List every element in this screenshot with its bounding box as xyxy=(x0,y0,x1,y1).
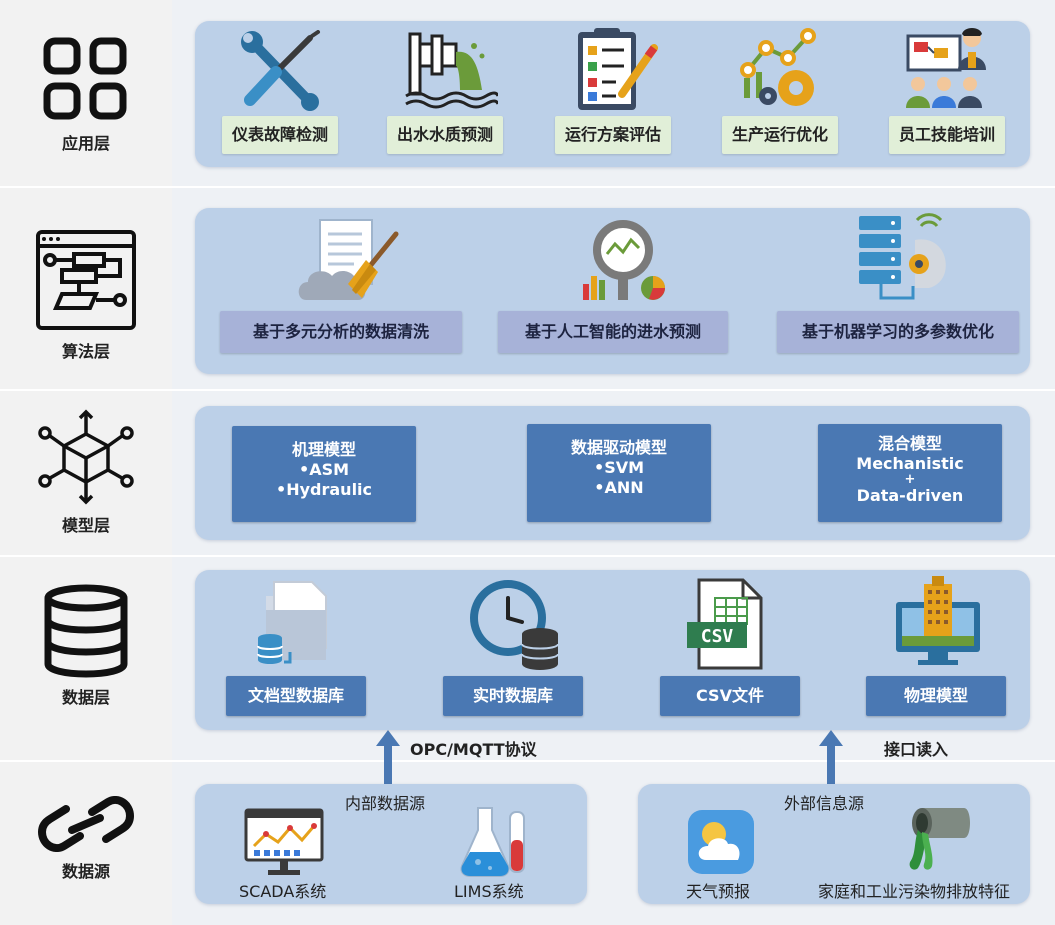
data-label-realtime-db: 实时数据库 xyxy=(443,676,583,716)
app-label-instrument-fault: 仪表故障检测 xyxy=(222,116,338,154)
model-mechanistic-title: 机理模型 xyxy=(291,440,356,459)
upload-arrow-icon xyxy=(819,730,843,784)
layer-label-model: 模型层 xyxy=(61,516,110,535)
model-data-driven: 数据驱动模型 •SVM •ANN xyxy=(527,424,711,522)
app-label-production-optimization: 生产运行优化 xyxy=(722,116,838,154)
model-hybrid-line: Data-driven xyxy=(856,486,964,505)
model-hybrid-line: Mechanistic xyxy=(856,454,964,473)
row-divider xyxy=(0,555,1055,557)
layer-label-data: 数据层 xyxy=(61,688,110,707)
gears-chart-icon xyxy=(740,28,816,106)
csv-file-icon: CSV xyxy=(687,578,763,670)
wrench-screwdriver-icon xyxy=(241,30,320,111)
grid-apps-icon xyxy=(43,37,127,120)
layer-data: 数据层 xyxy=(0,584,172,708)
pollution-pipe-icon xyxy=(909,808,970,870)
app-label-effluent-prediction: 出水水质预测 xyxy=(387,116,503,154)
realtime-clock-database-icon xyxy=(470,580,559,670)
scada-monitor-icon xyxy=(244,808,324,875)
csv-badge: CSV xyxy=(701,626,734,647)
layer-model: 模型层 xyxy=(0,406,172,536)
data-cleaning-icon xyxy=(298,219,399,300)
row-divider xyxy=(0,186,1055,188)
data-label-csv-file: CSV文件 xyxy=(660,676,800,716)
algo-label-parameter-optimization: 基于机器学习的多参数优化 xyxy=(777,311,1019,353)
layer-application: 应用层 xyxy=(0,36,172,154)
algo-label-data-cleaning: 基于多元分析的数据清洗 xyxy=(220,311,462,353)
model-hybrid-title: 混合模型 xyxy=(877,434,942,453)
flowchart-window-icon xyxy=(36,230,136,330)
external-source-title: 外部信息源 xyxy=(784,794,865,813)
layer-label-source: 数据源 xyxy=(61,862,110,881)
link-chain-icon xyxy=(37,796,135,852)
model-mechanistic-line: •ASM xyxy=(298,460,350,479)
model-data-driven-line: •SVM xyxy=(593,458,645,477)
server-ai-icon xyxy=(859,213,946,300)
cube-network-icon xyxy=(38,409,134,505)
algo-label-inflow-prediction: 基于人工智能的进水预测 xyxy=(498,311,728,353)
row-divider xyxy=(0,760,1055,762)
layer-source: 数据源 xyxy=(0,796,172,882)
internal-source-scada: SCADA系统 xyxy=(239,882,327,901)
weather-icon xyxy=(688,810,754,874)
connector-label-interface-read: 接口读入 xyxy=(884,740,949,759)
checklist-icon xyxy=(578,28,658,110)
internal-source-lims: LIMS系统 xyxy=(454,882,524,901)
layer-label-application: 应用层 xyxy=(61,134,110,153)
layer-algorithm: 算法层 xyxy=(0,228,172,362)
external-source-weather: 天气预报 xyxy=(686,882,751,901)
magnifier-analytics-icon xyxy=(583,220,665,300)
app-label-plan-evaluation: 运行方案评估 xyxy=(555,116,671,154)
data-label-document-db: 文档型数据库 xyxy=(226,676,366,716)
upload-arrow-icon xyxy=(376,730,400,784)
model-data-driven-line: •ANN xyxy=(594,478,644,497)
row-divider xyxy=(0,389,1055,391)
data-label-physical-model: 物理模型 xyxy=(866,676,1006,716)
model-data-driven-title: 数据驱动模型 xyxy=(570,438,667,457)
document-database-icon xyxy=(257,581,327,664)
building-monitor-icon xyxy=(896,576,980,665)
model-mechanistic-line: •Hydraulic xyxy=(275,480,373,499)
app-label-staff-training: 员工技能培训 xyxy=(889,116,1005,154)
model-hybrid-line: + xyxy=(904,472,916,487)
discharge-pipe-icon xyxy=(405,32,498,109)
lab-flask-icon xyxy=(460,807,525,877)
connector-label-opc-mqtt: OPC/MQTT协议 xyxy=(410,740,537,759)
database-icon xyxy=(44,584,128,678)
model-mechanistic: 机理模型 •ASM •Hydraulic xyxy=(232,426,416,522)
internal-source-title: 内部数据源 xyxy=(345,794,426,813)
model-hybrid: 混合模型 Mechanistic + Data-driven xyxy=(818,424,1002,522)
layer-label-algorithm: 算法层 xyxy=(61,342,110,361)
training-presentation-icon xyxy=(906,28,986,108)
external-source-pollution: 家庭和工业污染物排放特征 xyxy=(818,882,1011,901)
